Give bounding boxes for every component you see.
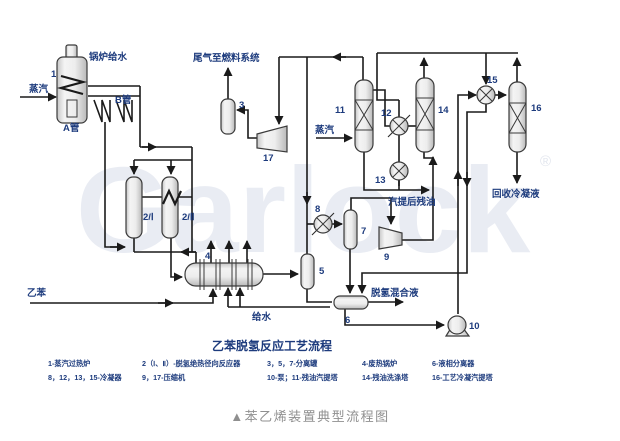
label-steam-left: 蒸汽 xyxy=(29,83,49,95)
num-2-2: 2/Ⅱ xyxy=(182,212,195,223)
waste-heat-boiler-4 xyxy=(184,259,264,290)
num-11: 11 xyxy=(335,105,346,116)
reactor-2-2 xyxy=(161,176,179,239)
label-stripped-residual-oil: 汽提后残油 xyxy=(388,196,436,208)
legend-item: 4-废热锅炉 xyxy=(362,359,397,368)
num-9: 9 xyxy=(384,252,389,263)
label-dehydrogenated-mixture: 脱氢混合液 xyxy=(371,287,419,299)
label-tube-a: A管 xyxy=(63,122,80,134)
compressor-9 xyxy=(378,226,403,250)
label-boiler-feed-water: 锅炉给水 xyxy=(89,51,128,63)
label-steam-column: 蒸汽 xyxy=(315,124,335,136)
condenser-8 xyxy=(311,212,335,236)
condensate-stripper-16 xyxy=(508,81,527,153)
num-13: 13 xyxy=(375,175,386,186)
legend-item: 6-液相分离器 xyxy=(432,359,475,368)
num-12: 12 xyxy=(381,108,392,119)
furnace-1 xyxy=(56,44,88,124)
reactor-2-2-coil xyxy=(162,188,182,207)
label-tube-b: B管 xyxy=(115,94,132,106)
num-1: 1 xyxy=(51,69,57,80)
legend: 1-蒸汽过热炉 2（Ⅰ、Ⅱ）-脱氢绝热径向反应器 3，5，7-分离罐 4-废热锅… xyxy=(48,359,494,382)
separator-3 xyxy=(220,98,236,135)
num-17: 17 xyxy=(263,153,274,164)
pump-10 xyxy=(444,315,471,337)
legend-item: 10-泵；11-残油汽提塔 xyxy=(267,373,339,382)
legend-item: 9，17-压缩机 xyxy=(142,373,186,382)
stripper-column-11 xyxy=(354,79,374,153)
num-7: 7 xyxy=(361,226,366,237)
pipes xyxy=(20,52,522,330)
num-4: 4 xyxy=(205,251,211,262)
num-16: 16 xyxy=(531,103,542,114)
num-5: 5 xyxy=(319,266,325,277)
compressor-17 xyxy=(256,125,288,153)
label-ethylbenzene: 乙苯 xyxy=(27,287,47,299)
equipment xyxy=(56,44,527,337)
legend-item: 14-残油洗涤塔 xyxy=(362,373,409,382)
stream-labels: 锅炉给水 蒸汽 B管 A管 尾气至燃料系统 蒸汽 汽提后残油 回收冷凝液 脱氢混… xyxy=(27,51,540,323)
separator-7 xyxy=(343,209,358,250)
legend-item: 8，12，13，15-冷凝器 xyxy=(48,373,122,382)
legend-item: 2（Ⅰ、Ⅱ）-脱氢绝热径向反应器 xyxy=(142,359,241,368)
legend-item: 3，5，7-分离罐 xyxy=(267,359,318,368)
equipment-numbers: 1 2/Ⅰ 2/Ⅱ 3 4 5 6 7 8 9 10 11 12 13 14 1… xyxy=(51,69,542,332)
watermark-registered-mark: ® xyxy=(540,153,551,170)
liquid-separator-6 xyxy=(333,295,369,310)
num-10: 10 xyxy=(469,321,480,332)
diagram-title: 乙苯脱氢反应工艺流程 xyxy=(212,338,332,353)
num-15: 15 xyxy=(487,75,498,86)
num-14: 14 xyxy=(438,105,449,116)
num-6: 6 xyxy=(345,315,350,326)
separator-5 xyxy=(300,253,315,290)
condenser-15 xyxy=(476,85,496,105)
legend-item: 16-工艺冷凝汽提塔 xyxy=(432,373,494,382)
label-recovered-condensate: 回收冷凝液 xyxy=(492,188,540,200)
num-8: 8 xyxy=(315,204,320,215)
label-feed-water: 给水 xyxy=(252,311,272,323)
num-2-1: 2/Ⅰ xyxy=(143,212,154,223)
legend-item: 1-蒸汽过热炉 xyxy=(48,359,90,368)
num-3: 3 xyxy=(239,100,244,111)
label-tail-gas: 尾气至燃料系统 xyxy=(192,52,260,64)
figure-caption: ▲苯乙烯装置典型流程图 xyxy=(230,409,389,424)
condenser-12 xyxy=(387,114,411,138)
reactor-2-1 xyxy=(125,176,143,239)
condenser-13 xyxy=(389,161,409,181)
wash-column-14 xyxy=(415,77,435,153)
